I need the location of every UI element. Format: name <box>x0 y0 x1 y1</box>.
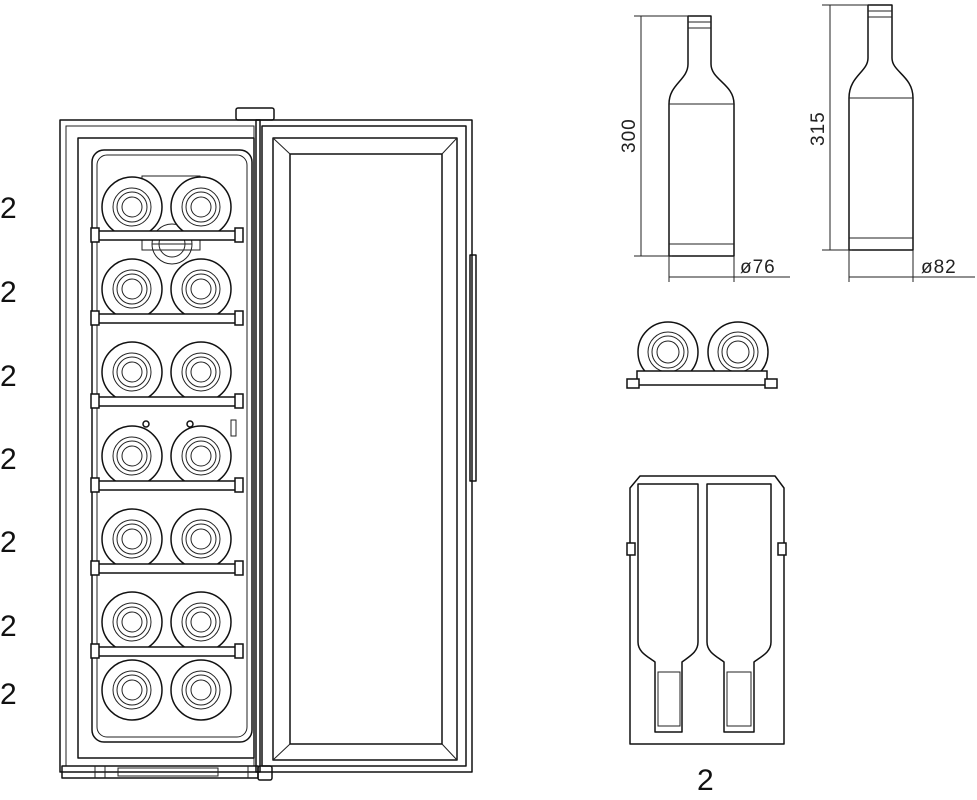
shelf-2-count: 2 <box>0 276 17 309</box>
door-frame <box>272 137 458 761</box>
cabinet-outer <box>59 119 261 773</box>
door <box>255 119 477 781</box>
bottle-topview-icon <box>706 483 772 733</box>
bottle-end-icon <box>170 176 232 238</box>
shelf-7-count: 2 <box>0 678 17 711</box>
shelf-detail-front <box>626 321 778 389</box>
bottle-300-height-label: 300 <box>619 118 640 153</box>
bottle-end-icon <box>170 591 232 653</box>
bottle-end-icon <box>101 425 163 487</box>
bottle-end-icon <box>101 591 163 653</box>
shelf-rail <box>90 310 244 326</box>
shelf-6-count: 2 <box>0 610 17 643</box>
cabinet <box>59 107 275 779</box>
bottle-300-outline <box>668 15 735 257</box>
bottle-end-icon <box>101 341 163 403</box>
cabinet-liner <box>77 137 255 759</box>
shelves <box>90 176 244 721</box>
shelf-3-count: 2 <box>0 360 17 393</box>
top-hinge <box>235 107 275 121</box>
shelf-row <box>90 425 244 493</box>
bottle-315-diameter-label: ø82 <box>921 257 957 278</box>
cabinet-cavity <box>91 149 253 743</box>
shelf-row <box>90 591 244 659</box>
bottle-end-icon <box>101 659 163 721</box>
bottom-rack-top-view: 2 <box>626 475 787 797</box>
bottle-topview-icon <box>637 483 699 733</box>
bottle-end-icon <box>101 258 163 320</box>
shelf-rail <box>90 393 244 409</box>
door-handle <box>469 254 477 482</box>
shelf-row <box>90 258 244 326</box>
sensor-dot <box>142 420 150 428</box>
shelf-capacity-labels: 2 2 2 2 2 2 2 <box>0 192 17 711</box>
shelf-4-count: 2 <box>0 443 17 476</box>
bottom-rack-count: 2 <box>697 764 714 797</box>
bottle-end-icon <box>170 508 232 570</box>
sensor-dot <box>186 420 194 428</box>
shelf-row <box>101 659 232 721</box>
door-glass <box>289 153 443 745</box>
bottle-end-icon <box>101 176 163 238</box>
shelf-row <box>90 176 244 243</box>
bottle-end-icon <box>170 341 232 403</box>
bottle-end-icon <box>170 659 232 721</box>
bottle-300-dimension: 300 ø76 <box>619 15 790 282</box>
bottle-end-icon <box>170 258 232 320</box>
shelf-rail <box>90 560 244 576</box>
bottle-end-icon <box>637 321 699 383</box>
rack-outline <box>629 475 785 745</box>
shelf-rail <box>90 227 244 243</box>
shelf-detail-rail <box>636 370 768 386</box>
bottle-315-height-label: 315 <box>808 111 829 146</box>
bottle-end-icon <box>101 508 163 570</box>
shelf-row <box>90 508 244 576</box>
shelf-1-count: 2 <box>0 192 17 225</box>
shelf-row <box>90 341 244 409</box>
door-outer <box>255 119 473 773</box>
bottle-end-icon <box>170 425 232 487</box>
shelf-rail <box>90 643 244 659</box>
shelf-rail <box>90 477 244 493</box>
bottom-hinge <box>257 765 273 781</box>
shelf-5-count: 2 <box>0 526 17 559</box>
bottle-300-diameter-label: ø76 <box>740 257 776 278</box>
bottle-315-dimension: 315 ø82 <box>808 4 975 282</box>
bottle-315-outline <box>848 4 914 251</box>
